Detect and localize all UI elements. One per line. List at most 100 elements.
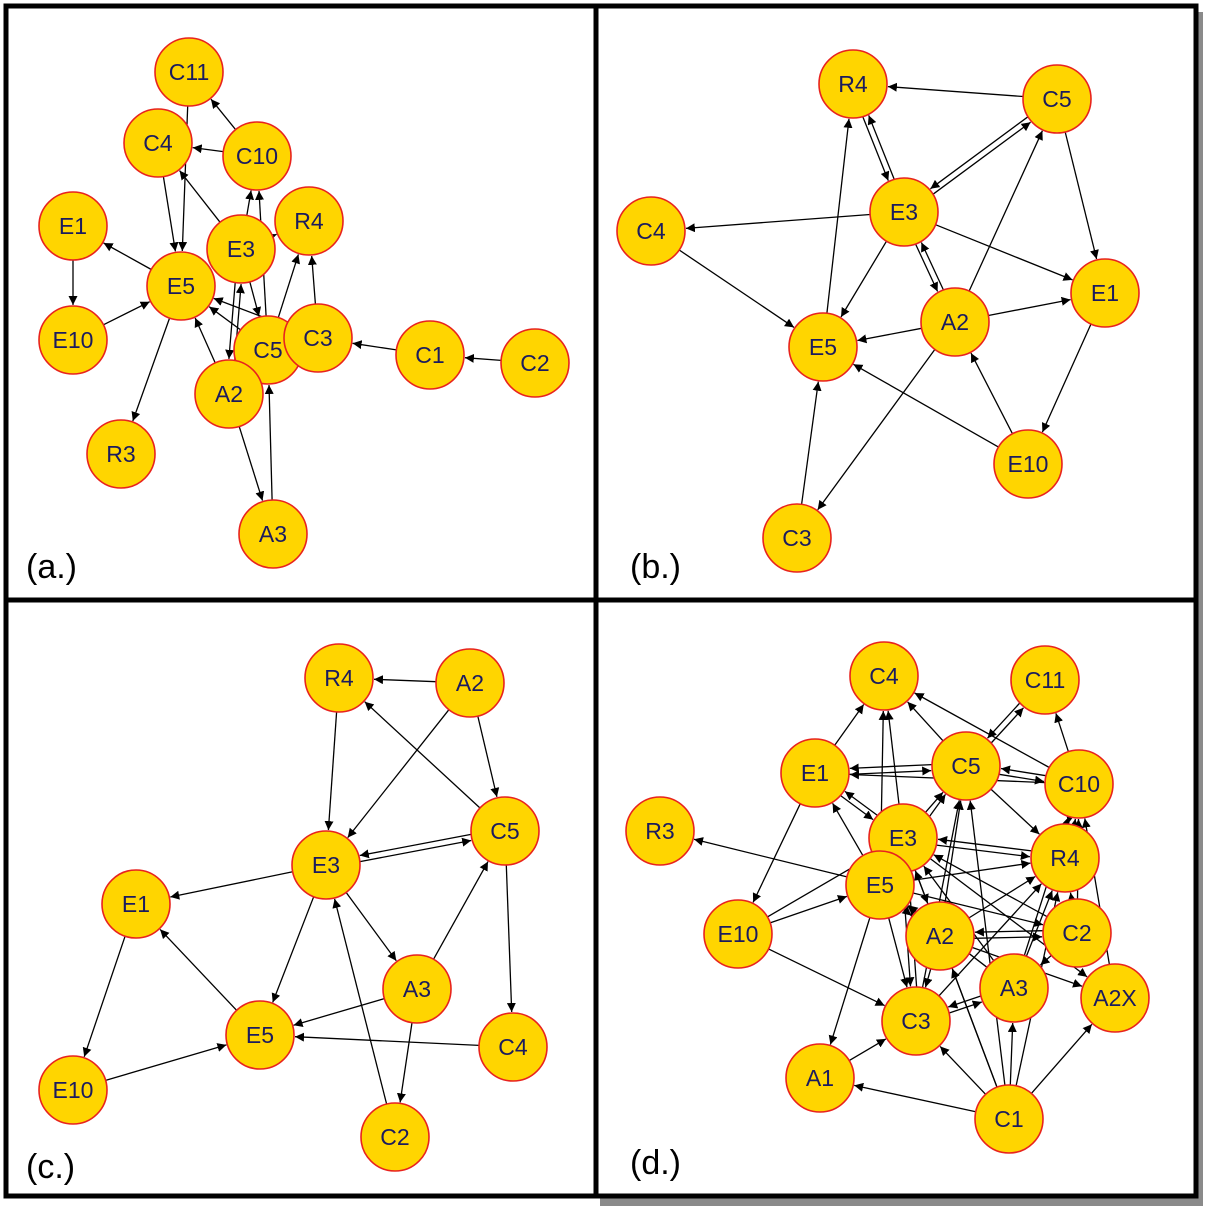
- edge-e3-to-c4: [884, 710, 900, 805]
- node-label: C10: [236, 143, 278, 169]
- edge-e3-to-e5: [271, 896, 315, 1003]
- node-label: E5: [809, 334, 837, 360]
- edge-c1-to-a3: [1007, 1022, 1017, 1086]
- node-a3: A3: [238, 499, 308, 569]
- panel-b-label: (b.): [630, 548, 681, 586]
- node-label: C1: [415, 342, 444, 368]
- node-c1: C1: [974, 1084, 1044, 1154]
- node-label: C5: [951, 753, 980, 779]
- edge-e1-to-e10: [752, 803, 801, 903]
- node-circle: [86, 419, 156, 489]
- edge-e3-to-r4: [936, 844, 1030, 861]
- node-label: C4: [869, 663, 899, 689]
- node-circle: [38, 191, 108, 261]
- edge-a2-to-a3: [238, 426, 265, 501]
- edge-a3-to-c2: [396, 1022, 413, 1103]
- edge-c5-to-r4: [277, 254, 300, 318]
- edge-e1-to-e3: [840, 795, 874, 821]
- edge-e3-to-r4: [867, 115, 895, 180]
- node-circle: [291, 830, 361, 900]
- edge-a2-to-r4: [373, 675, 437, 685]
- node-circle: [1030, 823, 1100, 893]
- node-e1: E1: [38, 191, 108, 261]
- edge-a2-to-c5: [944, 800, 964, 903]
- edge-c10-to-c4: [914, 692, 1050, 769]
- node-c5: C5: [931, 731, 1001, 801]
- node-circle: [123, 108, 193, 178]
- edge-e5-to-r4: [913, 859, 1031, 881]
- node-label: A2: [926, 923, 954, 949]
- node-label: C3: [303, 325, 332, 351]
- node-label: R4: [1050, 845, 1080, 871]
- edge-e5-to-e1: [159, 928, 238, 1011]
- node-label: E3: [312, 852, 340, 878]
- node-circle: [931, 731, 1001, 801]
- edge-r4-to-e3: [938, 835, 1032, 852]
- edge-e5-to-a1: [828, 917, 871, 1045]
- edge-a2-to-c3: [817, 349, 936, 511]
- edge-e1-to-c5: [849, 766, 932, 776]
- node-label: E10: [53, 327, 94, 353]
- node-a2: A2: [920, 287, 990, 357]
- edge-e1-to-e10: [82, 935, 126, 1058]
- node-label: A2: [456, 670, 484, 696]
- edge-c2-to-r4: [1067, 892, 1077, 903]
- node-r4: R4: [1030, 823, 1100, 893]
- edge-c5-to-e1: [1064, 131, 1099, 260]
- node-label: C3: [782, 525, 811, 551]
- edge-c3-to-a3: [948, 1000, 983, 1014]
- node-circle: [818, 49, 888, 119]
- node-e10: E10: [38, 1055, 108, 1125]
- edge-e3-to-e5: [840, 240, 888, 318]
- node-label: E1: [801, 760, 829, 786]
- node-c3: C3: [762, 503, 832, 573]
- node-circle: [788, 312, 858, 382]
- node-label: C11: [1025, 667, 1066, 693]
- edge-c1-to-c5: [966, 800, 1006, 1086]
- edge-e3-to-a2: [915, 243, 939, 292]
- node-label: C4: [636, 218, 666, 244]
- edge-c10-to-c11: [210, 98, 237, 131]
- edge-e10-to-c3: [768, 948, 885, 1007]
- node-label: R4: [324, 665, 354, 691]
- node-a1: A1: [785, 1043, 855, 1113]
- edge-c2-to-e3: [933, 854, 1048, 918]
- node-c10: C10: [1044, 749, 1114, 819]
- node-circle: [1070, 258, 1140, 328]
- node-circle: [146, 251, 216, 321]
- node-e3: E3: [869, 177, 939, 247]
- edge-a2-to-c5: [477, 715, 500, 798]
- edge-c5-to-c10: [998, 773, 1045, 785]
- edge-e3-to-c5: [932, 121, 1031, 195]
- node-circle: [1044, 749, 1114, 819]
- node-c4: C4: [849, 641, 919, 711]
- edge-a2-to-e1: [988, 296, 1071, 317]
- edge-a2-to-e5: [857, 327, 922, 344]
- node-label: E3: [889, 825, 917, 851]
- node-r4: R4: [274, 186, 344, 256]
- edge-e3-to-c5: [249, 281, 262, 317]
- node-label: A3: [259, 521, 287, 547]
- edge-c4-to-e5: [294, 1032, 480, 1047]
- edge-e5-to-e1: [832, 802, 864, 856]
- node-c11: C11: [154, 37, 224, 107]
- node-label: E10: [718, 921, 759, 947]
- node-e1: E1: [101, 869, 171, 939]
- edge-layer: [68, 98, 502, 501]
- edge-e3-to-c4: [685, 213, 871, 233]
- panel-c-label: (c.): [26, 1148, 75, 1186]
- node-circle: [500, 328, 570, 398]
- node-circle: [1080, 963, 1150, 1033]
- node-e5: E5: [146, 251, 216, 321]
- node-circle: [845, 850, 915, 920]
- node-circle: [920, 287, 990, 357]
- node-circle: [304, 643, 374, 713]
- edge-e10-to-a2: [970, 352, 1014, 435]
- node-c11: C11: [1010, 645, 1080, 715]
- node-circle: [1022, 64, 1092, 134]
- node-r4: R4: [818, 49, 888, 119]
- edge-e1-to-e10: [1041, 323, 1092, 433]
- edge-c5-to-c4: [907, 701, 944, 742]
